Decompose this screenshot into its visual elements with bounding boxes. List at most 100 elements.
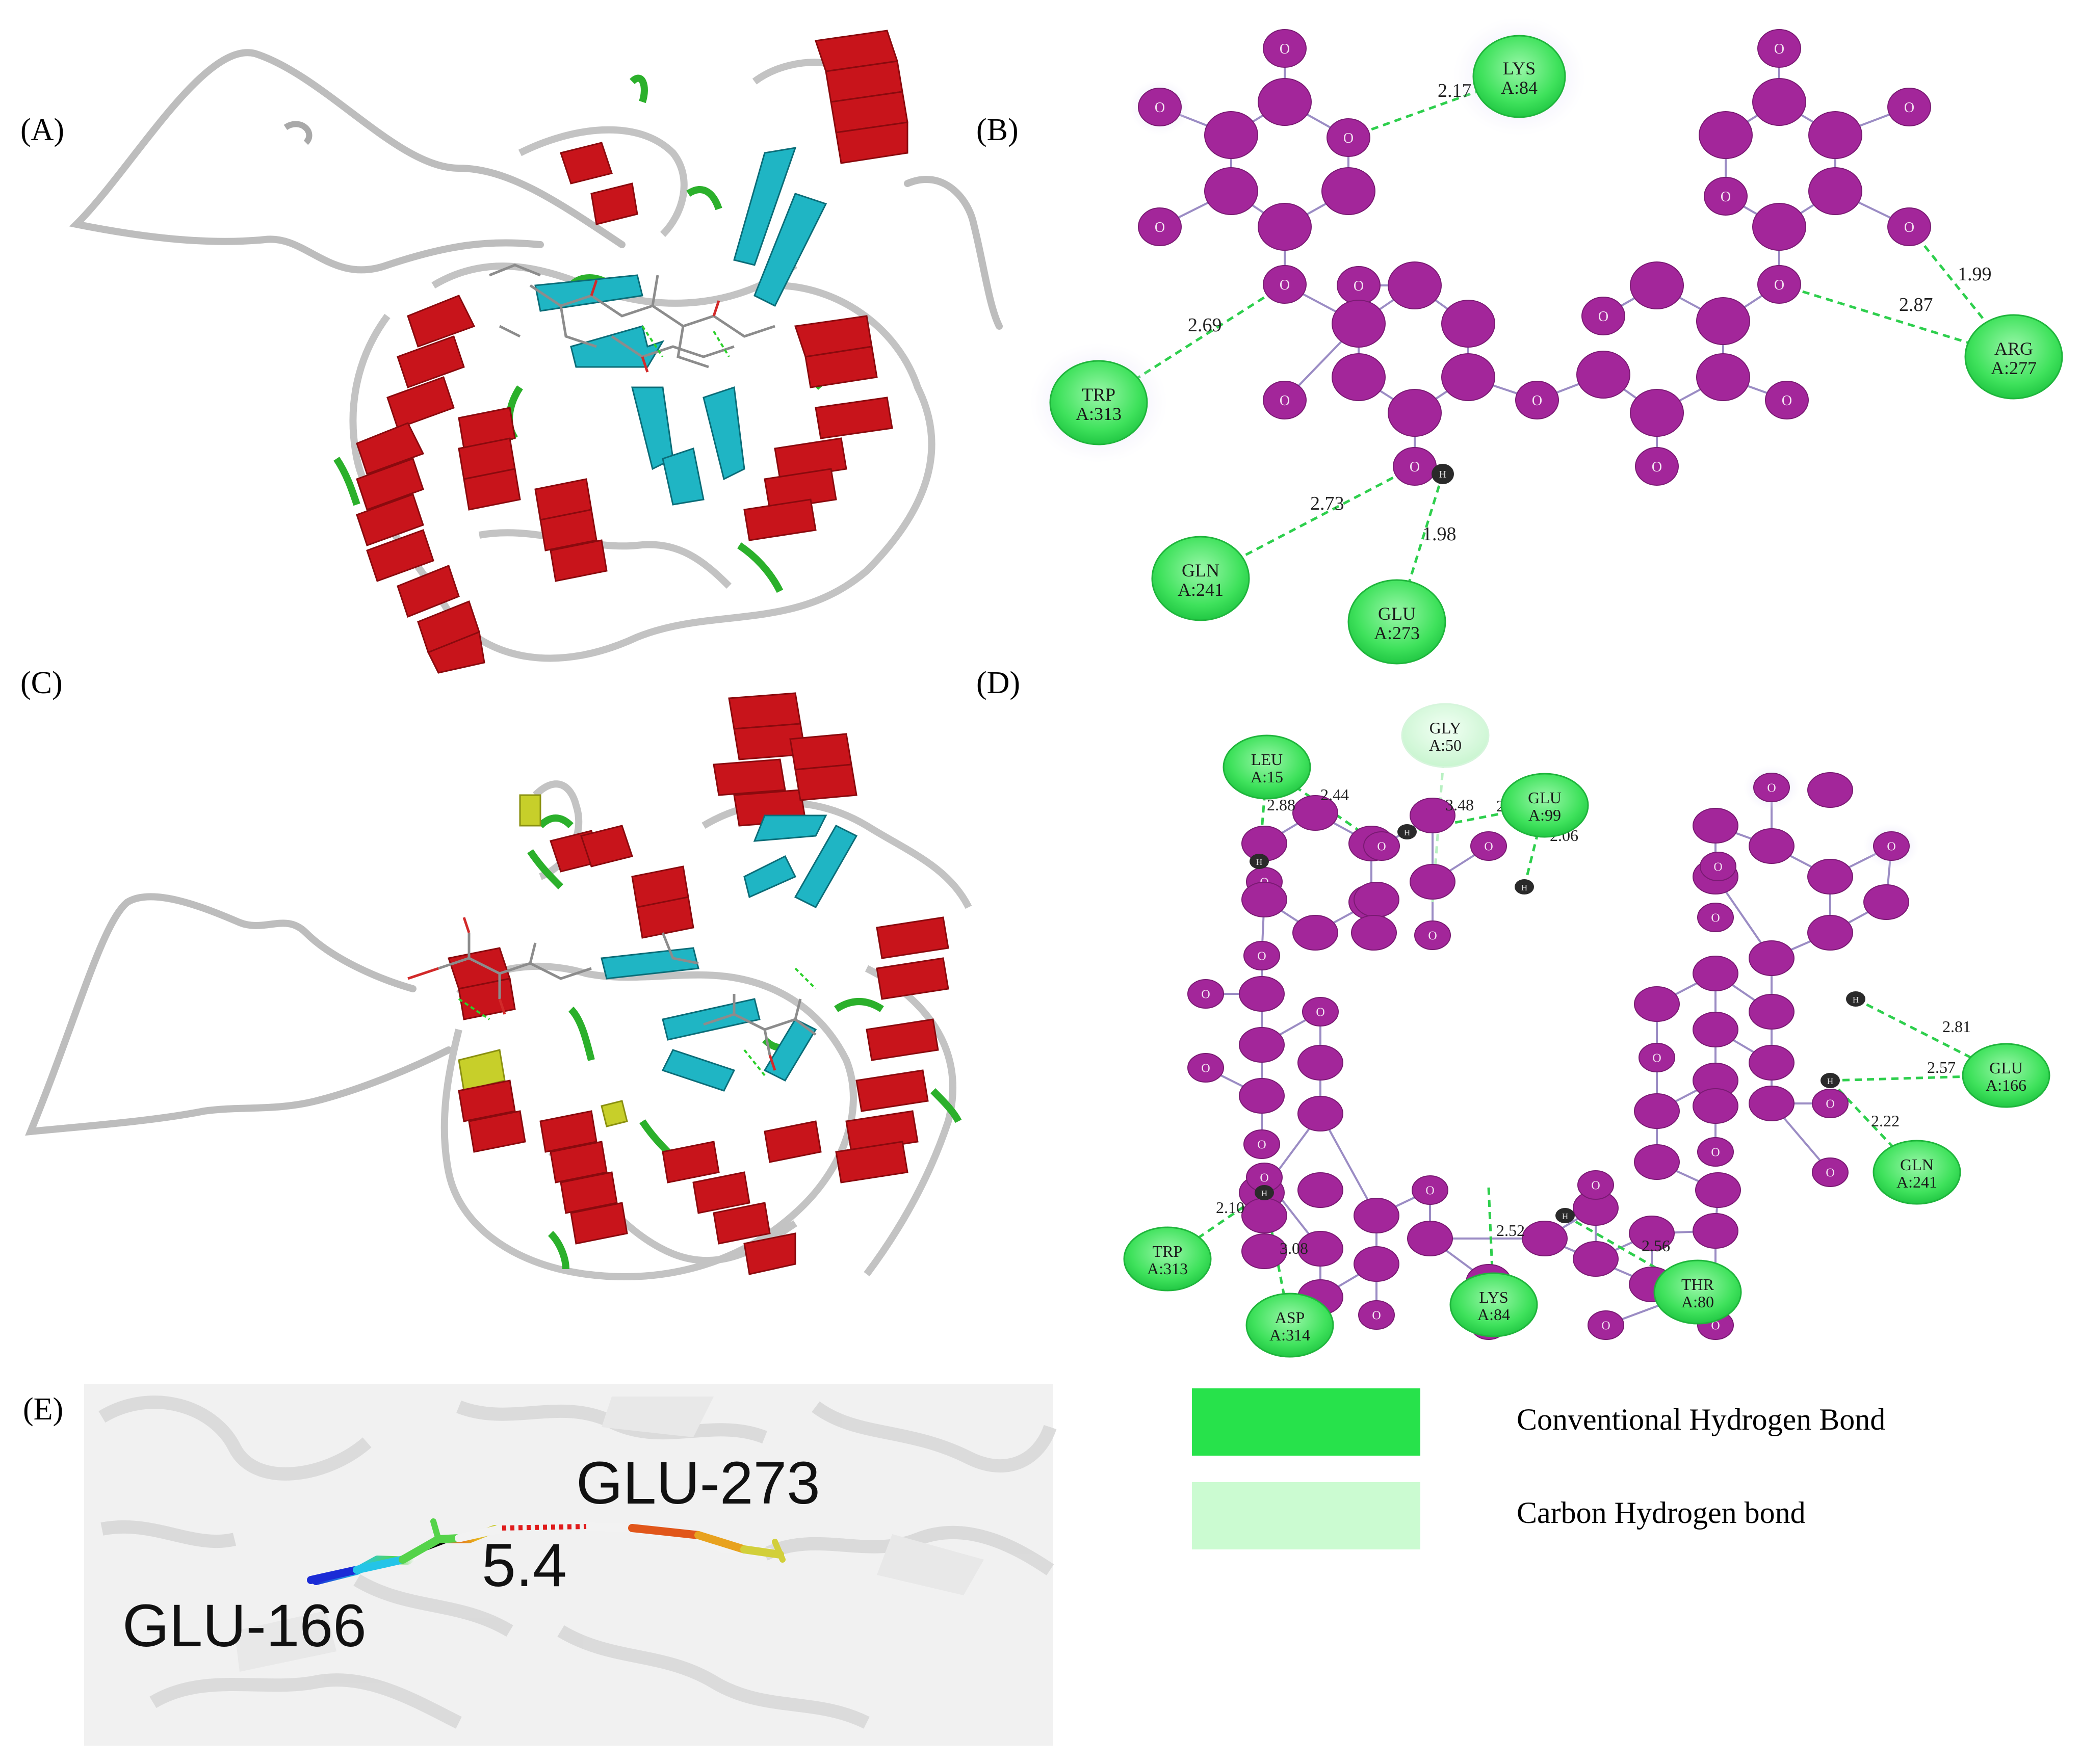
oxygen-atom (1414, 920, 1451, 950)
panel-b-label: (B) (976, 113, 1019, 147)
residue-id: A:313 (1076, 404, 1122, 424)
residue-circle (1472, 35, 1566, 118)
distance-label: 2.73 (1310, 493, 1344, 514)
carbon-atom (1332, 353, 1386, 401)
oxygen-atom (1263, 381, 1307, 419)
distance-label: 3.48 (1445, 796, 1474, 814)
residue-id: A:314 (1269, 1326, 1310, 1344)
hydrogen-atom (1432, 464, 1454, 484)
hydrogen-atom-label: H (1261, 1189, 1267, 1198)
residue-name: LYS (1479, 1288, 1508, 1306)
carbon-atom (1808, 111, 1862, 159)
residue-circle (1347, 579, 1446, 665)
carbon-atom (1351, 915, 1397, 951)
residue-name: GLN (1182, 560, 1219, 581)
legend: Conventional Hydrogen Bond Carbon Hydrog… (1192, 1388, 1885, 1549)
carbon-atom (1241, 1233, 1287, 1269)
hydrogen-atom-label: H (1521, 883, 1527, 892)
carbon-atom (1354, 882, 1399, 917)
distance-label: 2.69 (1188, 314, 1222, 336)
oxygen-atom (1577, 1170, 1614, 1200)
oxygen-atom-label: O (1201, 988, 1210, 1002)
residue-label-glu166: GLU-166 (122, 1592, 367, 1660)
carbon-atom (1749, 940, 1795, 976)
oxygen-atom-label: O (1425, 1184, 1434, 1198)
legend-swatch-carbon (1192, 1482, 1420, 1549)
residue-circle (1123, 1226, 1212, 1292)
hydrogen-atom-label: H (1853, 995, 1859, 1005)
hydrogen-atom (1555, 1208, 1575, 1223)
carbon-atom (1634, 1144, 1680, 1180)
oxygen-atom (1187, 1053, 1224, 1083)
residue-name: GLU (1378, 603, 1416, 624)
carbon-atom (1410, 864, 1455, 900)
oxygen-atom (1757, 265, 1801, 304)
carbon-atom (1696, 297, 1750, 345)
carbon-atom (1441, 353, 1495, 401)
carbon-atom (1693, 808, 1738, 844)
panel-e-distance-view: (E) 5.4 GLU-273 (23, 1384, 1057, 1746)
distance-label-e: 5.4 (482, 1531, 567, 1599)
oxygen-atom (1697, 1137, 1734, 1167)
oxygen-atom (1765, 381, 1809, 419)
distance-label: 2.81 (1942, 1017, 1971, 1036)
oxygen-atom (1812, 1089, 1849, 1118)
carbon-atom (1749, 828, 1795, 864)
oxygen-atom-label: O (1721, 189, 1731, 205)
oxygen-atom (1697, 903, 1734, 932)
carbon-atom (1292, 915, 1338, 951)
oxygen-atom-label: O (1711, 1320, 1720, 1333)
residue-id: A:241 (1178, 580, 1224, 600)
oxygen-atom (1887, 207, 1931, 246)
residue-circle (1964, 314, 2063, 400)
oxygen-atom-label: O (1774, 41, 1784, 57)
hbond-line (1829, 1080, 1918, 1173)
oxygen-atom (1302, 997, 1339, 1026)
panel-c-protein-ribbon: (C) (20, 666, 972, 1280)
oxygen-atom (1187, 979, 1224, 1009)
carbon-atom (1749, 1086, 1795, 1121)
residue-id: A:80 (1681, 1293, 1714, 1311)
residue-circle (1653, 1259, 1742, 1325)
hydrogen-atom-label: H (1827, 1076, 1833, 1086)
carbon-atom (1693, 1213, 1738, 1249)
carbon-atom (1752, 78, 1806, 126)
residue-name: GLU (1528, 788, 1562, 807)
oxygen-atom-label: O (1904, 220, 1914, 235)
carbon-atom (1634, 1093, 1680, 1129)
oxygen-atom (1138, 88, 1182, 126)
carbon-atom (1297, 1231, 1343, 1267)
legend-label-conventional: Conventional Hydrogen Bond (1517, 1403, 1885, 1436)
oxygen-atom (1327, 118, 1370, 157)
oxygen-atom-label: O (1782, 393, 1792, 409)
hydrogen-atom (1255, 1185, 1274, 1200)
oxygen-atom-label: O (1713, 861, 1722, 874)
oxygen-atom-label: O (1428, 930, 1437, 943)
distance-label: 2.44 (1320, 785, 1349, 804)
oxygen-atom-label: O (1316, 1006, 1324, 1019)
residue-label-glu273: GLU-273 (576, 1450, 820, 1517)
oxygen-atom-label: O (1826, 1098, 1834, 1111)
hydrogen-atom (1250, 854, 1269, 869)
oxygen-atom (1639, 1043, 1675, 1072)
carbon-atom (1630, 261, 1684, 309)
oxygen-atom-label: O (1652, 1052, 1661, 1065)
residue-circle (1223, 734, 1311, 800)
residue-circle (1401, 703, 1490, 768)
residue-id: A:99 (1528, 806, 1561, 824)
oxygen-atom-label: O (1257, 1139, 1266, 1152)
residue-circle (1049, 360, 1148, 445)
residue-id: A:277 (1991, 358, 2037, 378)
hydrogen-atom-label: H (1439, 469, 1446, 480)
oxygen-atom-label: O (1155, 100, 1165, 116)
carbon-atom (1863, 884, 1909, 920)
residue-id: A:273 (1374, 623, 1420, 643)
